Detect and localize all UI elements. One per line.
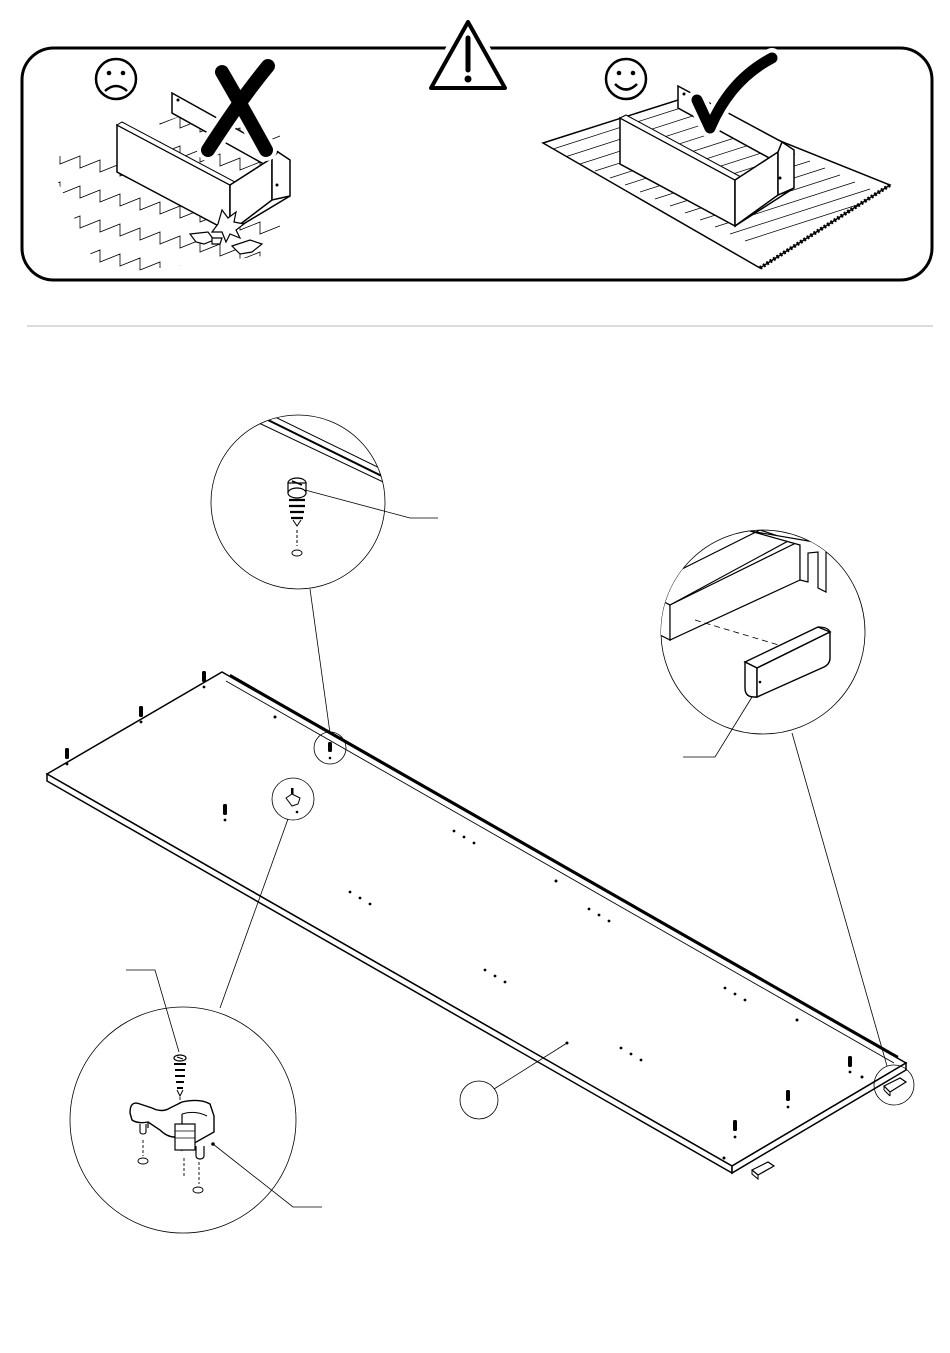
cam-bolt-connector xyxy=(310,589,330,733)
sad-face-icon xyxy=(96,59,136,99)
glide-pad-front xyxy=(752,1162,774,1179)
warning-panel xyxy=(22,18,932,324)
cam-bolt-detail xyxy=(200,395,438,589)
bracket-screw-detail xyxy=(70,970,322,1233)
glide-pad-detail xyxy=(640,530,865,757)
happy-face-icon xyxy=(606,59,646,99)
